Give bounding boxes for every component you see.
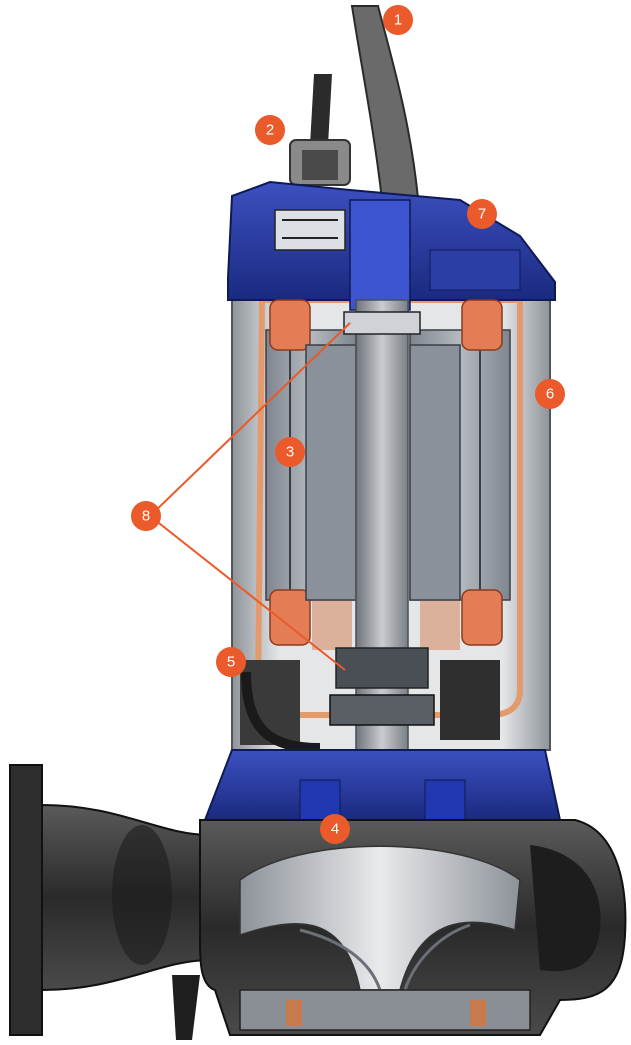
callout-8-label: 8 bbox=[142, 508, 150, 525]
power-cable bbox=[310, 74, 332, 145]
bearing-bracket bbox=[203, 749, 562, 821]
callout-3-label: 3 bbox=[286, 444, 294, 461]
leader-line-8-lower bbox=[149, 515, 346, 671]
callout-2: 2 bbox=[255, 115, 285, 145]
callout-7-label: 7 bbox=[478, 206, 486, 223]
lower-bearing bbox=[335, 647, 429, 689]
winding-head-top-right bbox=[461, 299, 503, 351]
cable-gland-nut bbox=[302, 150, 338, 180]
upper-bearing bbox=[343, 311, 421, 335]
terminal-board bbox=[274, 209, 346, 251]
discharge-flange bbox=[9, 764, 43, 1036]
rotor-right bbox=[409, 344, 461, 601]
impeller bbox=[239, 845, 521, 991]
winding-head-bottom-left bbox=[269, 589, 311, 646]
callout-5-label: 5 bbox=[227, 654, 235, 671]
wear-plate bbox=[239, 989, 531, 1031]
leader-line-8-upper bbox=[149, 322, 351, 517]
callout-7: 7 bbox=[467, 199, 497, 229]
cooling-pipe bbox=[241, 671, 321, 753]
top-cover-boss bbox=[349, 199, 411, 311]
callout-5: 5 bbox=[216, 647, 246, 677]
callout-1: 1 bbox=[383, 5, 413, 35]
winding-head-bottom-right bbox=[461, 589, 503, 646]
rotor-left bbox=[305, 344, 357, 601]
mechanical-seal-upper bbox=[329, 694, 435, 726]
callout-3: 3 bbox=[275, 437, 305, 467]
winding-head-top-left bbox=[269, 299, 311, 351]
callout-4-label: 4 bbox=[331, 821, 339, 838]
callout-6: 6 bbox=[535, 379, 565, 409]
support-foot bbox=[172, 975, 200, 1040]
callout-8: 8 bbox=[131, 501, 161, 531]
callout-4: 4 bbox=[320, 814, 350, 844]
callout-2-label: 2 bbox=[266, 122, 274, 139]
lifting-handle bbox=[350, 5, 420, 202]
callout-6-label: 6 bbox=[546, 386, 554, 403]
callout-1-label: 1 bbox=[394, 12, 402, 29]
